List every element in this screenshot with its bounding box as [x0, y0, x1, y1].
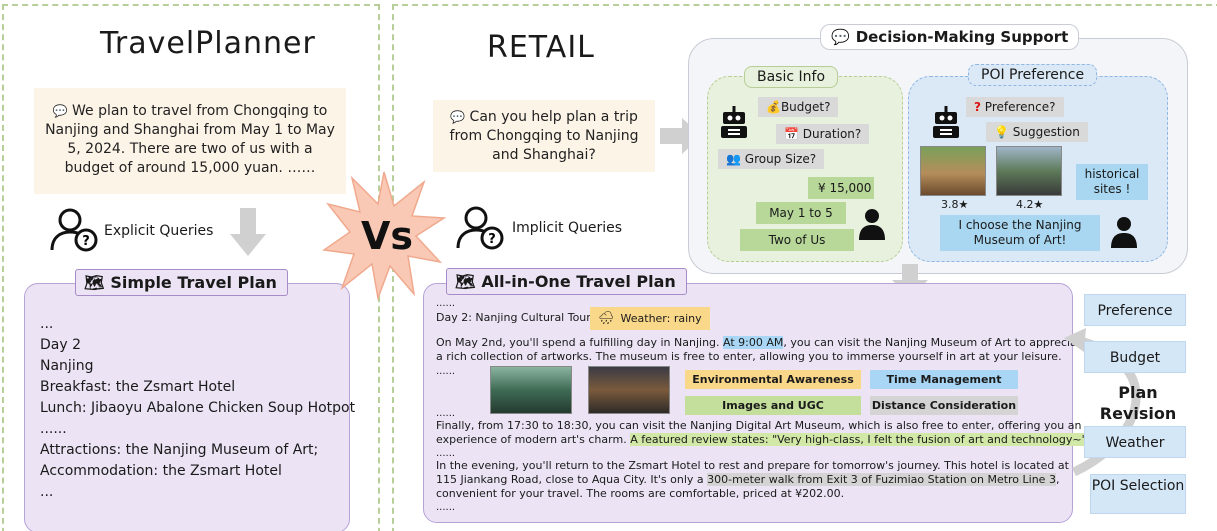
- svg-text:?: ?: [488, 232, 496, 247]
- plan-line: Breakfast: the Zsmart Hotel: [40, 379, 236, 395]
- poi-rating-2: 4.2★: [1016, 198, 1044, 211]
- plan-paragraph-1: On May 2nd, you'll spend a fulfilling da…: [436, 336, 1088, 363]
- poi-choice-bubble: I choose the Nanjing Museum of Art!: [940, 215, 1100, 251]
- implicit-query-box: 💬 Can you help plan a trip from Chongqin…: [433, 100, 655, 172]
- plan-dots: ......: [436, 298, 456, 309]
- historical-sites-bubble: historical sites !: [1076, 164, 1148, 200]
- plan-dots: ......: [436, 448, 456, 459]
- decision-support-title: 💬 Decision-Making Support: [820, 24, 1080, 50]
- person-icon: [859, 209, 885, 240]
- budget-question: 💰Budget?: [758, 97, 839, 117]
- plan-line: Accommodation: the Zsmart Hotel: [40, 463, 282, 479]
- vs-label: Vs: [361, 214, 414, 258]
- plan-line: Nanjing: [40, 358, 94, 374]
- map-icon: 🗺: [84, 273, 105, 292]
- vs-starburst: [322, 171, 446, 300]
- poi-photo-1: [920, 146, 986, 196]
- chip-images-ugc: Images and UGC: [685, 396, 861, 415]
- plan-day-heading: Day 2: Nanjing Cultural Tour: [436, 311, 591, 324]
- weather-badge: 🌧 Weather: rainy: [590, 307, 710, 330]
- simple-plan-title: 🗺 Simple Travel Plan: [75, 269, 288, 296]
- retail-title: RETAIL: [487, 30, 595, 65]
- poi-preference-title: POI Preference: [968, 64, 1098, 86]
- user-query-icon: ?: [454, 204, 506, 252]
- plan-paragraph-2: Finally, from 17:30 to 18:30, you can vi…: [436, 419, 1087, 446]
- revision-preference: Preference: [1084, 294, 1186, 326]
- robot-icon: [933, 106, 959, 138]
- svg-text:?: ?: [82, 234, 90, 249]
- explicit-query-text: We plan to travel from Chongqing to Nanj…: [45, 103, 335, 176]
- plan-line: Day 2: [40, 337, 82, 353]
- basic-info-title: Basic Info: [744, 66, 839, 88]
- user-query-icon: ?: [48, 206, 100, 254]
- chip-time-management: Time Management: [870, 370, 1018, 389]
- duration-question: 📅 Duration?: [776, 124, 870, 144]
- chip-distance-consideration: Distance Consideration: [870, 396, 1018, 415]
- plan-line: ......: [40, 421, 67, 437]
- preference-question: ? Preference?: [966, 97, 1064, 117]
- speech-bubbles-icon: 💬: [831, 28, 850, 46]
- plan-line: ...: [40, 484, 54, 500]
- rain-cloud-icon: 🌧: [598, 311, 615, 326]
- group-size-answer: Two of Us: [740, 229, 854, 251]
- distance-highlight: 300-meter walk from Exit 3 of Fuzimiao S…: [707, 473, 1056, 486]
- poi-photo-2: [996, 146, 1062, 196]
- plan-line: Lunch: Jibaoyu Abalone Chicken Soup Hotp…: [40, 400, 356, 416]
- museum-photo-1: [490, 366, 572, 414]
- plan-revision-label: Plan Revision: [1099, 383, 1177, 423]
- revision-budget: Budget: [1084, 341, 1186, 373]
- revision-weather: Weather: [1084, 426, 1186, 458]
- all-in-one-plan-title: 🗺 All-in-One Travel Plan: [446, 268, 687, 295]
- review-highlight: A featured review states: "Very high-cla…: [630, 433, 1087, 446]
- robot-icon: [721, 106, 747, 138]
- down-arrow-left: [230, 208, 266, 256]
- implicit-queries-label: Implicit Queries: [512, 220, 623, 236]
- plan-line: ...: [40, 316, 54, 332]
- implicit-query-text: Can you help plan a trip from Chongqing …: [449, 109, 639, 163]
- weather-text: Weather: rainy: [620, 312, 702, 325]
- explicit-queries-label: Explicit Queries: [104, 223, 214, 239]
- chip-environmental-awareness: Environmental Awareness: [685, 370, 861, 389]
- plan-line: Attractions: the Nanjing Museum of Art;: [40, 442, 319, 458]
- decision-support-title-text: Decision-Making Support: [855, 28, 1069, 46]
- museum-photo-2: [588, 366, 670, 414]
- duration-answer: May 1 to 5: [756, 202, 846, 224]
- time-highlight: At 9:00 AM: [723, 336, 784, 349]
- simple-plan-content: ... Day 2 Nanjing Breakfast: the Zsmart …: [40, 314, 355, 503]
- chat-bubble-icon: 💬: [52, 104, 68, 118]
- travelplanner-title: TravelPlanner: [100, 26, 316, 61]
- budget-answer: ¥ 15,000: [808, 177, 874, 199]
- group-size-question: 👥 Group Size?: [718, 149, 825, 169]
- revision-poi-selection: POI Selection: [1090, 474, 1186, 514]
- plan-dots: ......: [436, 502, 456, 513]
- explicit-query-box: 💬 We plan to travel from Chongqing to Na…: [34, 88, 346, 194]
- plan-dots: ......: [436, 366, 456, 377]
- all-in-one-plan-title-text: All-in-One Travel Plan: [481, 272, 676, 291]
- poi-rating-1: 3.8★: [941, 198, 969, 211]
- chat-bubble-icon: 💬: [450, 110, 466, 124]
- plan-dots: ......: [436, 408, 456, 419]
- simple-plan-title-text: Simple Travel Plan: [110, 273, 277, 292]
- plan-paragraph-3: In the evening, you'll return to the Zsm…: [436, 459, 1069, 500]
- suggestion-question: 💡 Suggestion: [986, 122, 1088, 142]
- map-icon: 🗺: [455, 272, 476, 291]
- person-icon: [1111, 217, 1137, 248]
- simple-plan-box: [24, 283, 350, 531]
